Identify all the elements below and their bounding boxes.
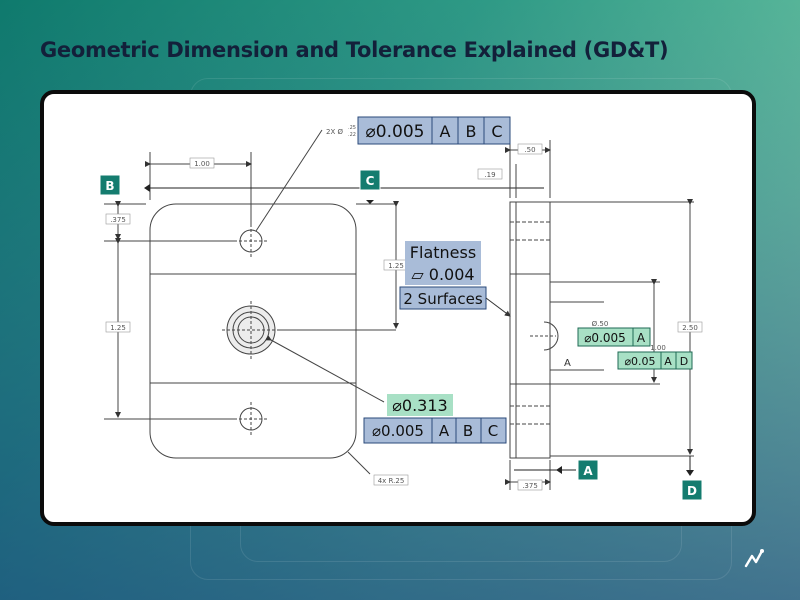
dimension-labels: 1.00 .375 1.25 1.25 2X Ø .25 .22 .50 .19… [105, 125, 703, 491]
page-title: Geometric Dimension and Tolerance Explai… [40, 38, 669, 62]
gdt-drawing: 1.00 .375 1.25 1.25 2X Ø .25 .22 .50 .19… [99, 116, 703, 501]
side-view-datum-letter: A [564, 358, 571, 369]
svg-text:⌀0.005: ⌀0.005 [584, 331, 626, 345]
datum-b-tag: B [99, 174, 150, 196]
flatness-label: Flatness [410, 243, 476, 262]
svg-text:A: A [637, 331, 646, 345]
marketing-logo-icon [744, 549, 764, 568]
svg-text:D: D [680, 355, 688, 368]
top-feature-control-frame: ⌀0.005 A B C [357, 116, 511, 145]
dim-width-top: 1.00 [194, 160, 210, 168]
dim-left-125: 1.25 [110, 324, 126, 332]
dim-left-375: .375 [110, 216, 126, 224]
dim-hole-callout: 2X Ø [326, 128, 343, 136]
side-feature-control-frame-1: ⌀0.005 A [577, 327, 651, 347]
svg-text:C: C [366, 174, 375, 188]
side-hole-arc [543, 321, 559, 351]
svg-text:B: B [466, 122, 477, 141]
svg-text:B: B [105, 179, 114, 193]
bottom-feature-control-frame: ⌀0.005 A B C [363, 417, 507, 444]
flatness-value: ⏥ 0.004 [411, 265, 474, 284]
dim-right-100: 1.00 [650, 344, 666, 352]
dim-right-019: .19 [484, 171, 495, 179]
front-view [104, 129, 544, 475]
svg-text:A: A [583, 464, 593, 478]
dim-radius: 4x R.25 [378, 477, 405, 485]
flatness-callout: Flatness ⏥ 0.004 2 Surfaces [399, 241, 511, 317]
dim-hole-upper: .25 [348, 125, 356, 131]
diameter-313-callout: ⌀0.313 [387, 394, 453, 416]
svg-text:C: C [491, 122, 502, 141]
dim-right-250: 2.50 [682, 324, 698, 332]
svg-text:⌀0.313: ⌀0.313 [392, 396, 447, 415]
svg-text:B: B [463, 422, 473, 440]
side-feature-control-frame-2: ⌀0.05 A D [617, 351, 693, 370]
side-view [505, 140, 694, 490]
datum-d-tag: D [681, 470, 703, 501]
svg-text:D: D [687, 484, 697, 498]
plate-outline [149, 203, 357, 459]
svg-text:⌀0.05: ⌀0.05 [624, 355, 655, 368]
dim-bottom-375: .375 [522, 482, 538, 490]
svg-text:A: A [440, 122, 451, 141]
dim-hole-lower: .22 [348, 132, 356, 138]
drawing-card: 1.00 .375 1.25 1.25 2X Ø .25 .22 .50 .19… [40, 90, 756, 526]
side-boss [509, 273, 551, 385]
dim-mid-125: 1.25 [388, 262, 404, 270]
svg-text:A: A [664, 355, 672, 368]
datum-a-tag: A [556, 459, 599, 481]
dim-right-dia50: Ø.50 [592, 320, 609, 328]
svg-text:C: C [488, 422, 498, 440]
svg-text:A: A [439, 422, 450, 440]
flatness-surfaces: 2 Surfaces [403, 290, 482, 308]
svg-text:⌀0.005: ⌀0.005 [372, 422, 424, 440]
datum-c-tag: C [359, 169, 381, 204]
dim-right-050: .50 [524, 146, 535, 154]
svg-text:⌀0.005: ⌀0.005 [366, 122, 425, 142]
